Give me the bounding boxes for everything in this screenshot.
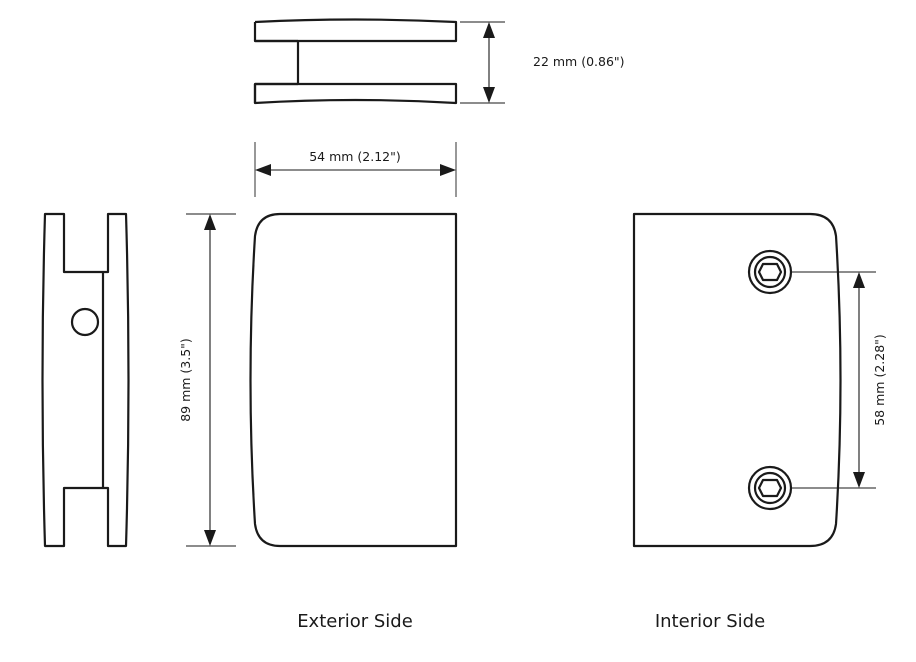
top-view-upper-plate <box>253 18 458 105</box>
hole-spacing-dimension: 58 mm (2.28") <box>792 271 887 489</box>
depth-label: 22 mm (0.86") <box>533 54 625 69</box>
exterior-plate <box>249 212 458 548</box>
height-label: 89 mm (3.5") <box>178 338 193 422</box>
width-label: 54 mm (2.12") <box>309 149 401 164</box>
width-dimension: 54 mm (2.12") <box>254 142 457 197</box>
side-profile-outline <box>41 212 130 548</box>
lower-screw-icon <box>747 465 793 511</box>
depth-dimension: 22 mm (0.86") <box>460 21 625 104</box>
side-profile-view <box>41 212 130 548</box>
height-dimension: 89 mm (3.5") <box>178 213 236 547</box>
upper-screw-icon <box>747 249 793 295</box>
exterior-caption: Exterior Side <box>297 611 413 632</box>
top-view <box>253 18 458 105</box>
interior-caption: Interior Side <box>655 611 765 632</box>
interior-plate <box>632 212 842 548</box>
side-bolt-hole-icon <box>70 307 100 337</box>
exterior-side-view: Exterior Side <box>249 212 458 632</box>
interior-side-view: Interior Side <box>632 212 842 632</box>
hole-spacing-label: 58 mm (2.28") <box>872 334 887 426</box>
